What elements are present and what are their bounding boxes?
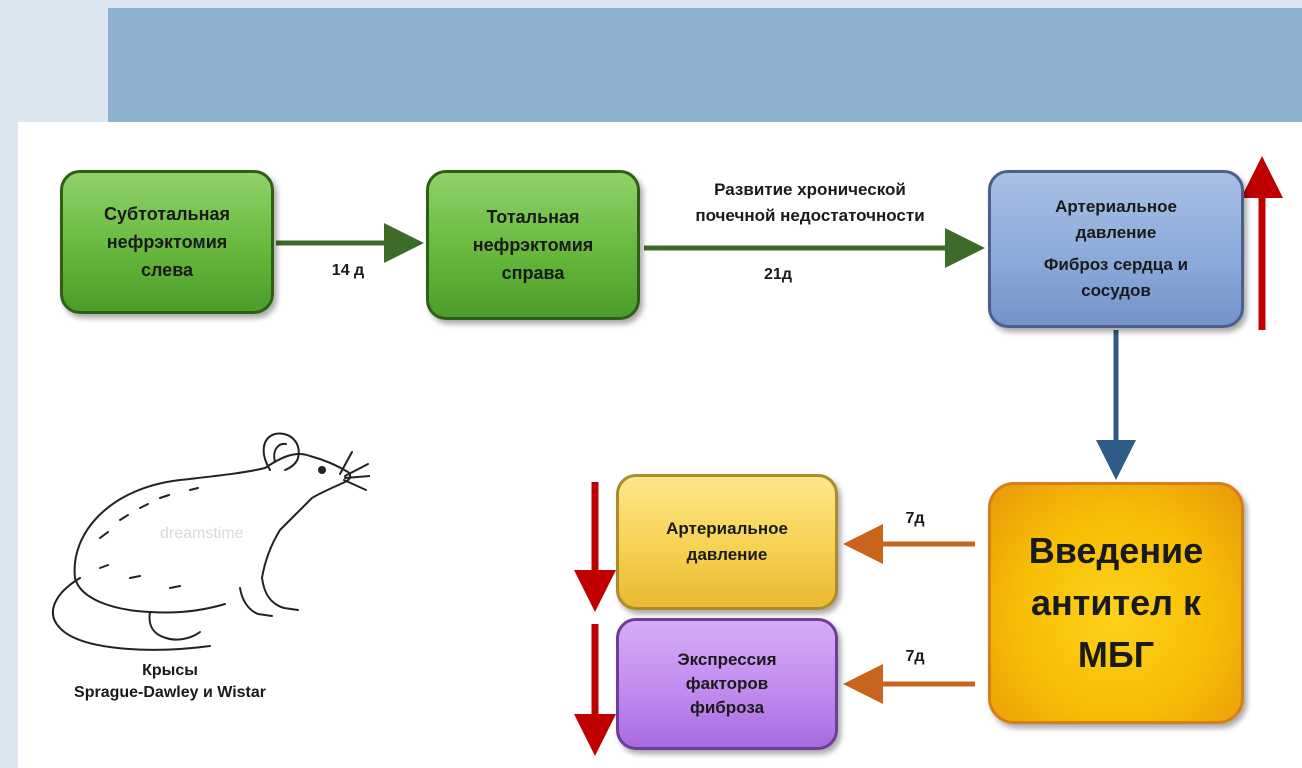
box-text: сосудов <box>1081 281 1151 300</box>
box-text: Артериальное <box>1055 197 1177 216</box>
box-text: давление <box>686 545 768 564</box>
box-text: Артериальное <box>666 519 788 538</box>
box-text: фиброза <box>689 698 765 717</box>
antibody-injection-box: Введение антител к МБГ <box>988 482 1244 724</box>
rat-watermark: dreamstime <box>160 525 244 542</box>
label-21-days: 21д <box>764 266 792 283</box>
rat-caption: Крысы Sprague-Dawley и Wistar <box>40 660 300 704</box>
box-text: нефрэктомия <box>472 235 594 255</box>
box-text: Субтотальная <box>104 204 230 224</box>
box-text: МБГ <box>1077 634 1155 675</box>
box-text: слева <box>140 260 194 280</box>
box-text: антител к <box>1030 582 1202 623</box>
label-7-days-bottom: 7д <box>905 648 925 665</box>
total-nephrectomy-box: Тотальная нефрэктомия справа <box>426 170 640 320</box>
box-text: давление <box>1075 223 1157 242</box>
label-14-days: 14 д <box>331 262 365 279</box>
pressure-box: Артериальное давление <box>616 474 838 610</box>
label-7-days-top: 7д <box>905 510 925 527</box>
box-text: Введение <box>1028 530 1204 571</box>
box-text: Фиброз сердца и <box>1043 255 1189 274</box>
subtotal-nephrectomy-box: Субтотальная нефрэктомия слева <box>60 170 274 314</box>
rat-illustration: dreamstime <box>51 432 370 651</box>
box-text: справа <box>501 263 565 283</box>
label-ckd-line1: Развитие хронической <box>714 180 906 199</box>
rat-caption-line1: Крысы <box>142 662 198 679</box>
label-ckd-line2: почечной недостаточности <box>695 206 925 225</box>
box-text: нефрэктомия <box>106 232 228 252</box>
rat-caption-line2: Sprague-Dawley и Wistar <box>74 684 266 701</box>
fibrosis-box: Экспрессия факторов фиброза <box>616 618 838 750</box>
box-text: Экспрессия <box>677 650 777 669</box>
outcome-box: Артериальное давление Фиброз сердца и со… <box>988 170 1244 328</box>
box-text: факторов <box>685 674 769 693</box>
header-band <box>108 8 1302 122</box>
box-text: Тотальная <box>486 207 580 227</box>
